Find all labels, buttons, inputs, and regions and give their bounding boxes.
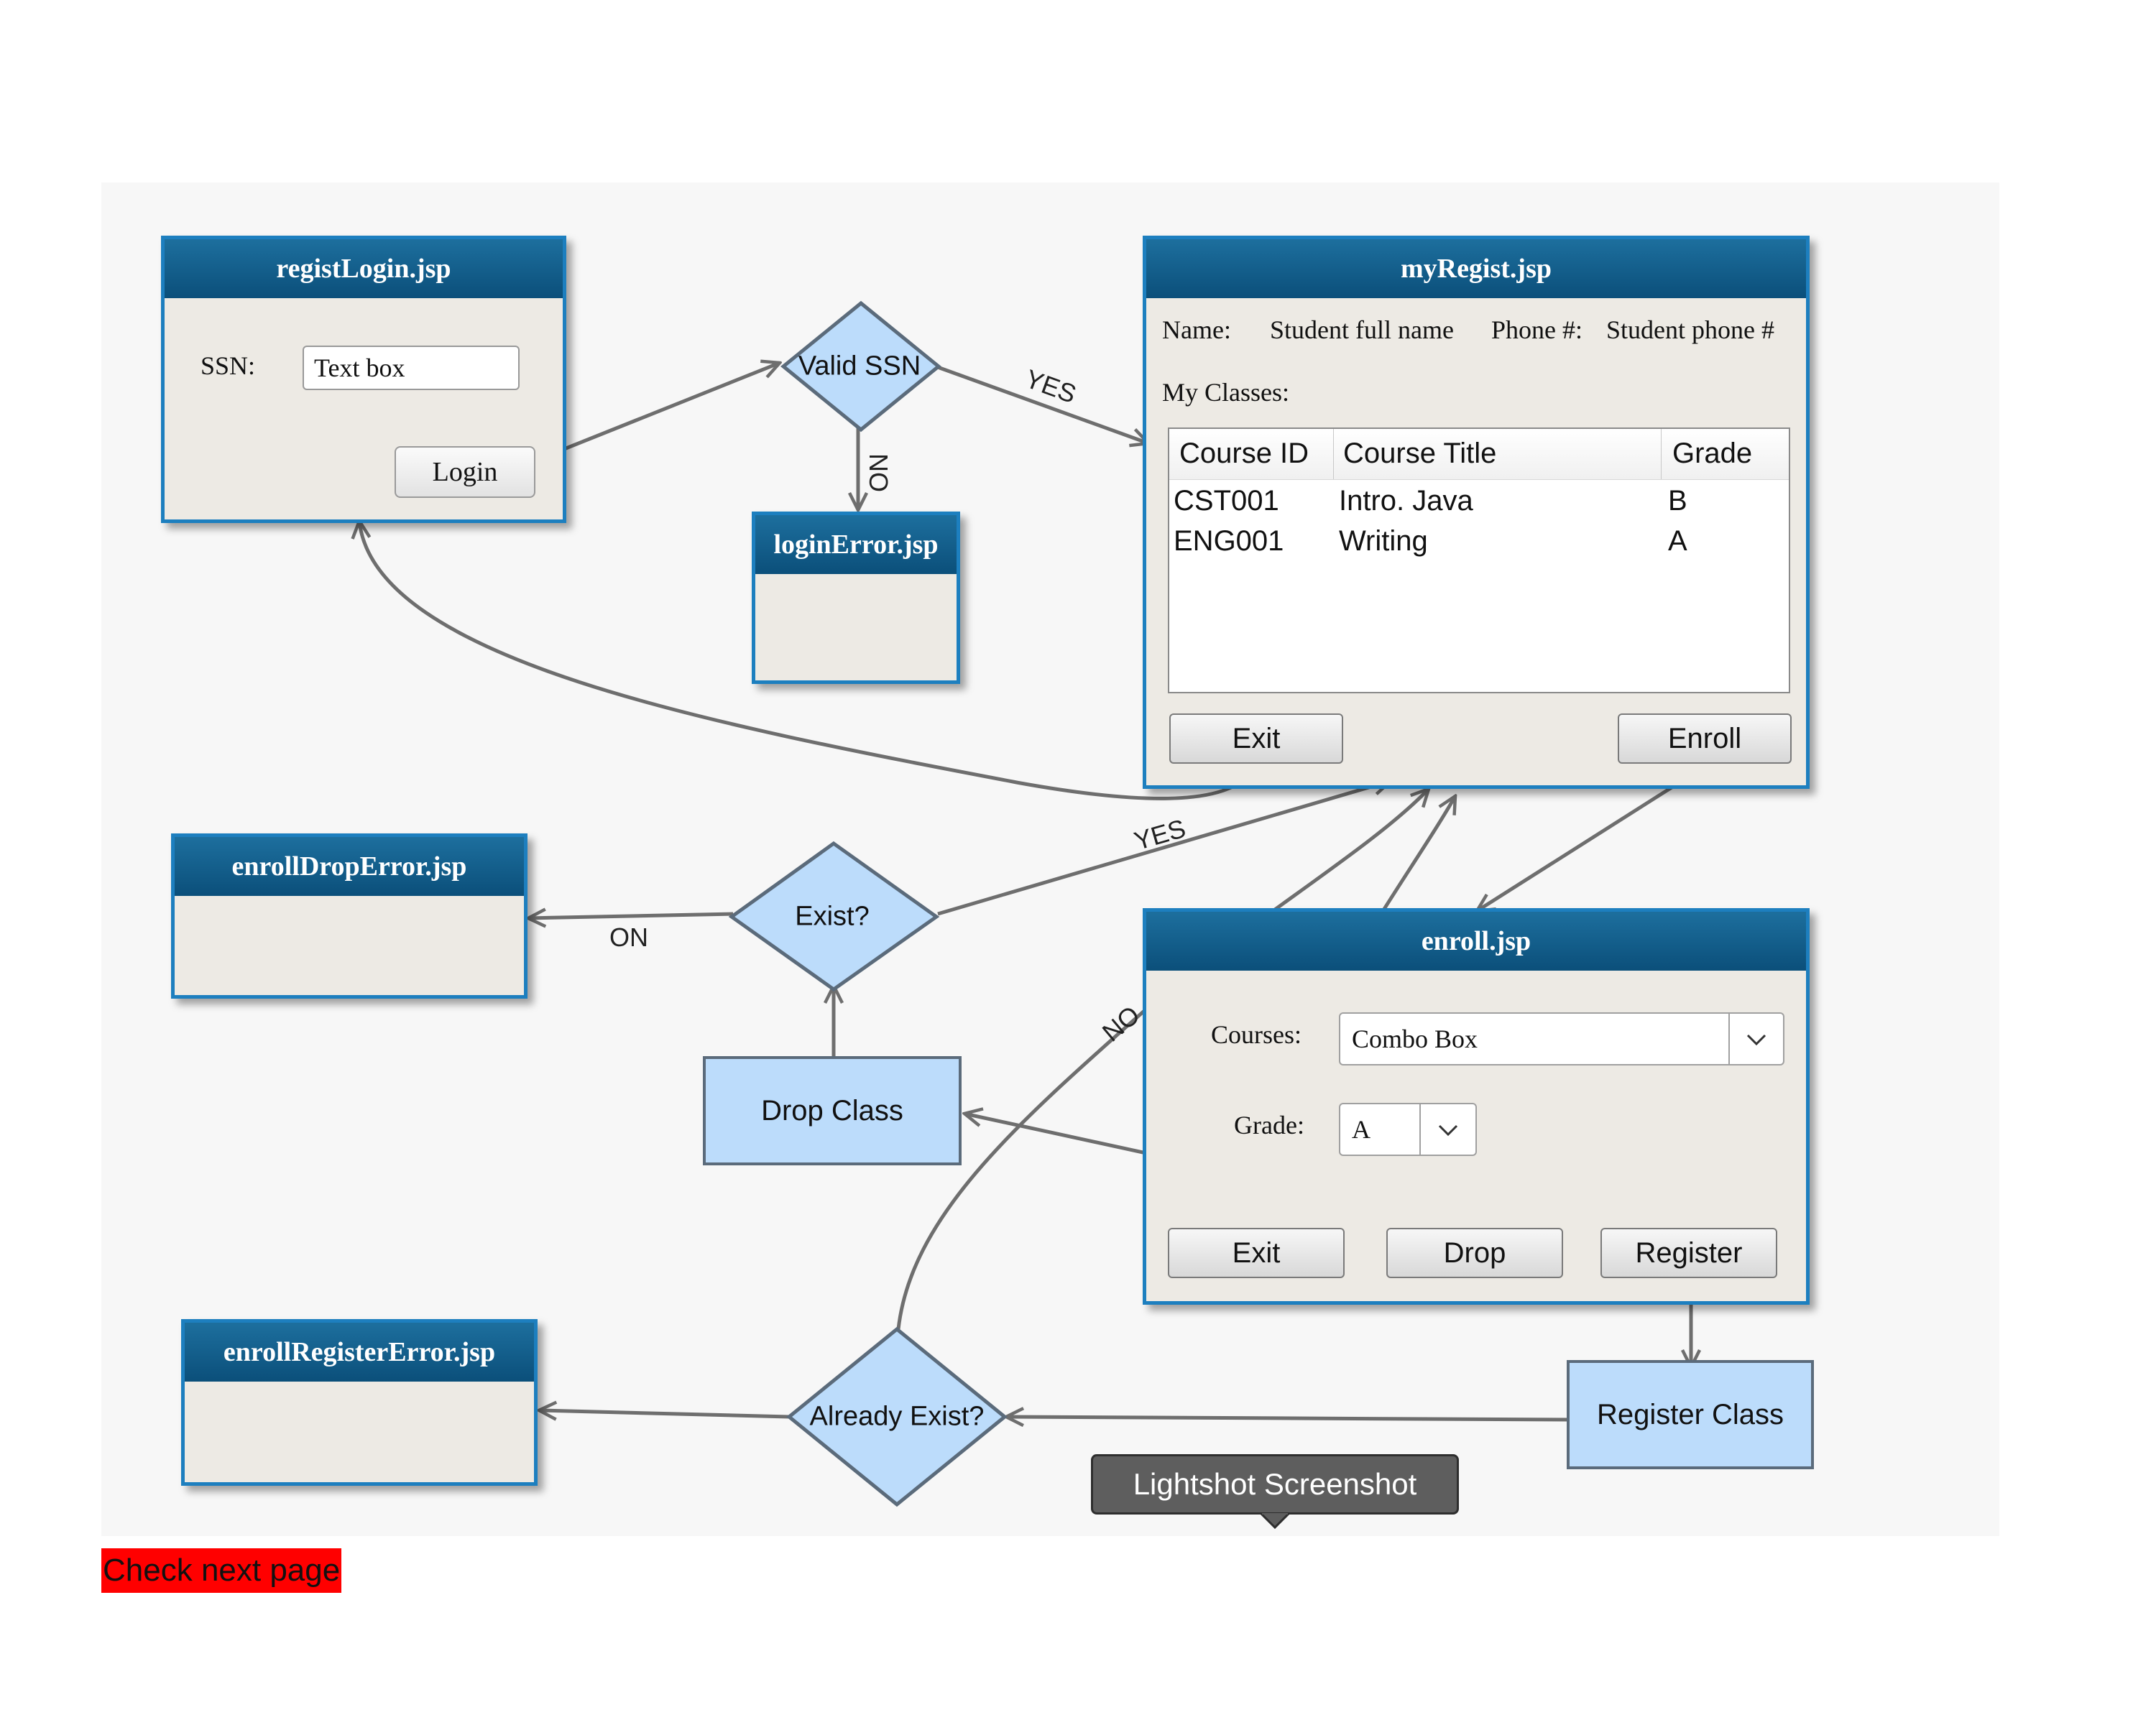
edge-valid-ssn-yes	[935, 364, 1148, 443]
edge-register-class-to-already-exist	[1006, 1417, 1572, 1420]
window-title: enrollRegisterError.jsp	[185, 1323, 534, 1382]
combo-value: A	[1352, 1115, 1370, 1144]
my-classes-label: My Classes:	[1162, 378, 1290, 407]
decision-exist-label: Exist?	[795, 901, 870, 932]
exit-button[interactable]: Exit	[1169, 713, 1343, 764]
table-cell: Intro. Java	[1339, 485, 1473, 517]
combo-dropdown-button[interactable]	[1728, 1014, 1783, 1064]
window-regist-login: registLogin.jsp SSN: Text box Login	[161, 236, 566, 523]
table-cell: CST001	[1174, 485, 1279, 517]
check-next-page-note: Check next page	[101, 1548, 342, 1593]
window-enroll-drop-error: enrollDropError.jsp	[171, 833, 528, 999]
table-cell: Writing	[1339, 525, 1428, 557]
window-title: loginError.jsp	[755, 515, 957, 574]
name-label: Name:	[1162, 315, 1231, 344]
grade-label: Grade:	[1234, 1111, 1304, 1139]
table-cell: ENG001	[1174, 525, 1284, 557]
ssn-input[interactable]: Text box	[303, 346, 520, 390]
grade-combo-box[interactable]: A	[1339, 1103, 1477, 1156]
combo-value: Combo Box	[1352, 1025, 1478, 1053]
table-cell: B	[1668, 485, 1687, 517]
decision-exist-shape	[728, 841, 940, 992]
edge-myregist-exit-to-login	[359, 521, 1256, 800]
window-title: enrollDropError.jsp	[175, 837, 524, 896]
chevron-down-icon	[1746, 1034, 1766, 1046]
ssn-label: SSN:	[201, 351, 256, 380]
name-value: Student full name	[1270, 315, 1454, 344]
edge-label-no-exist: ON	[609, 923, 648, 952]
exit-button[interactable]: Exit	[1168, 1228, 1345, 1278]
edge-exist-yes	[937, 781, 1391, 916]
edge-already-exist-to-register-error	[539, 1410, 790, 1417]
decision-already-exist-label: Already Exist?	[809, 1401, 985, 1432]
lightshot-tooltip: Lightshot Screenshot	[1091, 1454, 1459, 1515]
window-login-error: loginError.jsp	[752, 512, 960, 684]
column-header-grade[interactable]: Grade	[1672, 438, 1753, 469]
tooltip-pointer	[1261, 1513, 1289, 1530]
window-enroll-register-error: enrollRegisterError.jsp	[181, 1319, 538, 1486]
decision-valid-ssn-label: Valid SSN	[798, 351, 921, 382]
window-title: myRegist.jsp	[1146, 239, 1806, 298]
window-title: enroll.jsp	[1146, 912, 1806, 971]
register-button[interactable]: Register	[1600, 1228, 1777, 1278]
table-cell: A	[1668, 525, 1687, 557]
drop-button[interactable]: Drop	[1386, 1228, 1563, 1278]
courses-combo-box[interactable]: Combo Box	[1339, 1012, 1784, 1065]
process-register-class: Register Class	[1567, 1360, 1814, 1469]
column-header-course-id[interactable]: Course ID	[1179, 438, 1309, 469]
enroll-button[interactable]: Enroll	[1618, 713, 1792, 764]
phone-value: Student phone #	[1606, 315, 1774, 344]
courses-label: Courses:	[1211, 1020, 1302, 1049]
edge-exist-no	[528, 914, 734, 918]
table-header: Course ID Course Title Grade	[1169, 429, 1789, 480]
edge-login-to-valid-ssn	[528, 363, 780, 466]
decision-already-exist-shape	[786, 1326, 1008, 1507]
column-header-course-title[interactable]: Course Title	[1343, 438, 1497, 469]
edge-label-no-valid: NO	[864, 453, 893, 492]
decision-valid-ssn-shape	[780, 300, 941, 433]
column-divider	[1333, 429, 1334, 479]
chevron-down-icon	[1438, 1124, 1458, 1137]
process-drop-class: Drop Class	[703, 1056, 962, 1165]
column-divider	[1661, 429, 1662, 479]
classes-table[interactable]: Course ID Course Title Grade CST001 Intr…	[1168, 427, 1790, 693]
window-my-regist: myRegist.jsp Name: Student full name Pho…	[1143, 236, 1810, 789]
login-button[interactable]: Login	[395, 446, 535, 498]
combo-dropdown-button[interactable]	[1419, 1104, 1475, 1155]
window-title: registLogin.jsp	[165, 239, 563, 298]
window-enroll: enroll.jsp Courses: Combo Box Grade: A E…	[1143, 908, 1810, 1305]
edge-enroll-to-enroll-jsp	[1477, 763, 1708, 911]
phone-label: Phone #:	[1491, 315, 1583, 344]
